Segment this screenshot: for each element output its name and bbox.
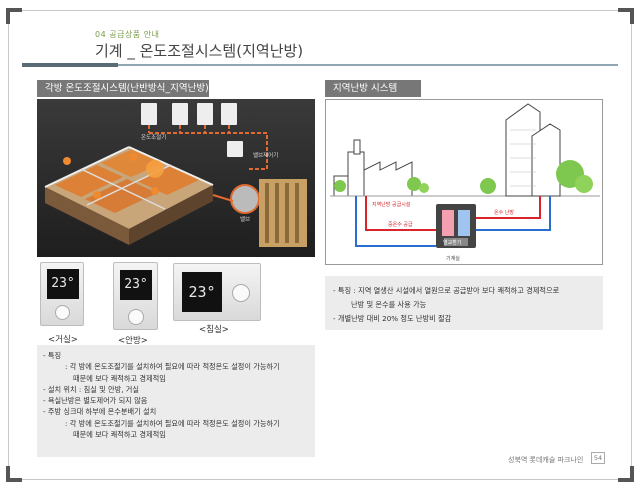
thermostat-bedroom: 23°	[173, 263, 261, 321]
diagram-label-supply-pipe: 지역난방 공급시설	[372, 201, 411, 208]
title-underline	[22, 63, 618, 67]
corner-bracket	[618, 8, 634, 24]
right-section-heading: 지역난방 시스템	[325, 80, 421, 97]
left-section-heading: 각방 온도조절시스템(난반방식_지역난방)	[37, 80, 209, 97]
diagram-label-supply: 온수 난방	[494, 209, 514, 216]
thermostat-masterroom: 23°	[113, 262, 158, 330]
note-line: - 욕실난방은 별도제어가 되지 않음	[43, 396, 148, 406]
right-notes-box: - 특징 : 지역 열생산 시설에서 열원으로 공급받아 보다 쾌적하고 경제적…	[325, 276, 603, 330]
thermostat-livingroom: 23°	[40, 262, 84, 326]
page-number: 54	[591, 452, 605, 464]
thermostat-caption-livingroom: <거실>	[48, 335, 78, 345]
section-number: 04 공급상품 안내	[95, 30, 160, 39]
note-line: - 개별난방 대비 20% 정도 난방비 절감	[333, 314, 452, 323]
corner-bracket	[6, 8, 22, 24]
page-frame	[8, 10, 632, 480]
note-line: - 설치 위치 : 침실 및 안방, 거실	[43, 384, 140, 394]
footer-text: 성북역 롯데캐슬 파크나인	[508, 456, 584, 464]
render-label-dist: 밸브	[240, 215, 250, 223]
note-line: 난방 및 온수를 사용 가능	[351, 300, 427, 309]
diagram-label-exchanger: 열교환기	[443, 239, 461, 246]
note-line: : 각 방에 온도조절기를 설치하여 필요에 따라 적정온도 설정이 가능하기	[65, 362, 280, 372]
diagram-label-hot-water: 중온수 공급	[388, 222, 413, 228]
apartment-heating-render: 온도조절기 밸브제어기 밸브	[37, 99, 315, 257]
render-label-controller: 온도조절기	[141, 133, 166, 141]
thermostat-knob	[128, 309, 144, 325]
thermostat-caption-masterroom: <안방>	[118, 336, 148, 346]
thermostat-knob	[55, 305, 70, 320]
note-line: - 주방 싱크대 하부에 온수분배기 설치	[43, 407, 157, 417]
district-heating-diagram: 지역난방 공급시설 중온수 공급 온수 난방 열교환기 기계실	[325, 99, 603, 265]
note-line: 때문에 보다 쾌적하고 경제적임	[73, 430, 166, 440]
diagram-label-machine-room: 기계실	[446, 255, 460, 262]
thermostat-display: 23°	[120, 270, 152, 300]
note-line: 때문에 보다 쾌적하고 경제적임	[73, 373, 166, 383]
note-line: : 각 방에 온도조절기를 설치하여 필요에 따라 적정온도 설정이 가능하기	[65, 418, 280, 428]
corner-bracket	[6, 466, 22, 482]
note-line: - 특징 : 지역 열생산 시설에서 열원으로 공급받아 보다 쾌적하고 경제적…	[333, 286, 560, 295]
corner-bracket	[618, 466, 634, 482]
thermostat-knob	[232, 284, 250, 302]
thermostat-display: 23°	[47, 269, 79, 299]
thermostat-caption-bedroom: <침실>	[199, 325, 229, 335]
note-line: - 특징	[43, 351, 62, 360]
left-notes-box: - 특징 : 각 방에 온도조절기를 설치하여 필요에 따라 적정온도 설정이 …	[37, 345, 315, 457]
page-title: 기계 _ 온도조절시스템(지역난방)	[95, 42, 304, 60]
render-label-valve: 밸브제어기	[253, 151, 278, 159]
thermostat-display: 23°	[182, 272, 222, 312]
